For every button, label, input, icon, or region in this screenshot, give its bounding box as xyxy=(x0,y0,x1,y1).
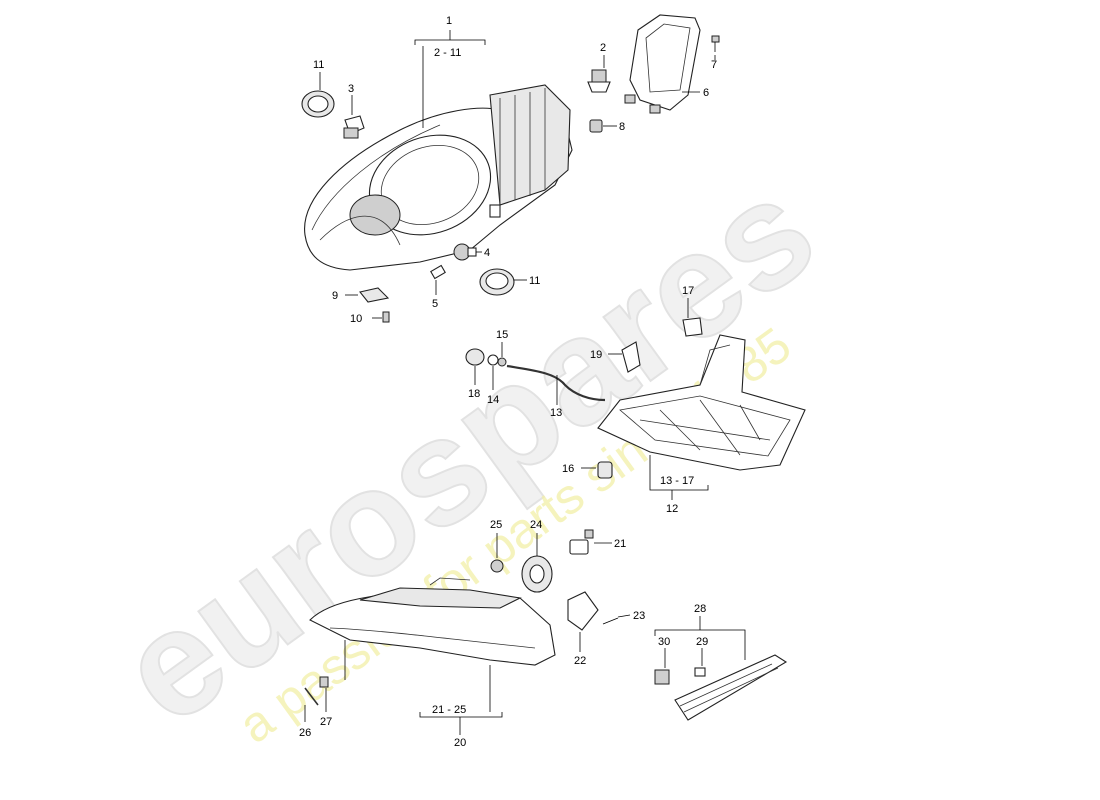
bulb-holder-part-4[interactable] xyxy=(453,243,477,261)
screw-part-10[interactable] xyxy=(382,311,390,323)
screw-part-23[interactable] xyxy=(602,617,619,625)
callout-17: 17 xyxy=(682,285,694,297)
cover-part-6[interactable] xyxy=(624,14,701,114)
cap-part-11[interactable] xyxy=(479,268,515,296)
side-marker-part-28[interactable] xyxy=(674,654,788,721)
callout-3: 3 xyxy=(348,83,354,95)
callout-12: 12 xyxy=(666,503,678,515)
ballast-part-22[interactable] xyxy=(567,591,599,631)
callout-28: 28 xyxy=(694,603,706,615)
mounting-tray-part-12[interactable] xyxy=(597,334,806,471)
seal-part-24[interactable] xyxy=(521,555,553,593)
callout-15: 15 xyxy=(496,329,508,341)
callout-16: 16 xyxy=(562,463,574,475)
gasket-part-9[interactable] xyxy=(359,287,390,303)
grommet-part-18[interactable] xyxy=(465,348,485,366)
callout-25: 25 xyxy=(490,519,502,531)
callout-18: 18 xyxy=(468,388,480,400)
leader-lines xyxy=(304,30,746,735)
callout-21: 21 xyxy=(614,538,626,550)
clip-part-8[interactable] xyxy=(589,119,603,133)
callout-23: 23 xyxy=(633,610,645,622)
callout-13-17: 13 - 17 xyxy=(660,475,694,487)
bulb-part-2[interactable] xyxy=(587,69,611,93)
callout-21-25: 21 - 25 xyxy=(432,704,466,716)
callout-19: 19 xyxy=(590,349,602,361)
callout-14: 14 xyxy=(487,394,499,406)
callout-27: 27 xyxy=(320,716,332,728)
callout-labels: 1 2 - 11 2 7 6 11 3 8 4 5 11 9 10 17 15 … xyxy=(299,15,717,749)
bracket-part-17[interactable] xyxy=(682,317,703,337)
callout-10: 10 xyxy=(350,313,362,325)
screw-part-26[interactable] xyxy=(304,687,319,706)
callout-26: 26 xyxy=(299,727,311,739)
screw-part-7[interactable] xyxy=(711,35,720,52)
callout-2-11: 2 - 11 xyxy=(434,47,461,59)
callout-1: 1 xyxy=(446,15,452,27)
callout-7: 7 xyxy=(711,59,717,71)
bulb-part-5[interactable] xyxy=(430,264,446,280)
sealing-ring-part-11[interactable] xyxy=(301,90,335,118)
callout-9: 9 xyxy=(332,290,338,302)
callout-30: 30 xyxy=(658,636,670,648)
bulb-part-29[interactable] xyxy=(694,667,706,677)
headlight-housing[interactable] xyxy=(304,84,573,271)
nut-part-27[interactable] xyxy=(319,676,329,688)
bulb-part-3[interactable] xyxy=(343,115,365,139)
callout-22: 22 xyxy=(574,655,586,667)
callout-11-top: 11 xyxy=(313,59,324,71)
callout-4: 4 xyxy=(484,247,490,259)
callout-11-bottom: 11 xyxy=(529,275,540,287)
callout-2: 2 xyxy=(600,42,606,54)
fog-light-housing[interactable] xyxy=(309,577,556,666)
callout-13: 13 xyxy=(550,407,562,419)
clip-part-19[interactable] xyxy=(621,341,641,373)
bulb-part-21[interactable] xyxy=(569,529,594,555)
socket-part-30[interactable] xyxy=(654,669,670,685)
nut-part-15[interactable] xyxy=(497,357,507,367)
rod-part-13[interactable] xyxy=(506,364,606,402)
spacer-part-14[interactable] xyxy=(487,354,499,366)
bushing-part-16[interactable] xyxy=(597,461,613,479)
callout-6: 6 xyxy=(703,87,709,99)
callout-5: 5 xyxy=(432,298,438,310)
callout-20: 20 xyxy=(454,737,466,749)
callout-24: 24 xyxy=(530,519,542,531)
bulb-part-25[interactable] xyxy=(490,559,504,573)
callout-29: 29 xyxy=(696,636,708,648)
callout-8: 8 xyxy=(619,121,625,133)
